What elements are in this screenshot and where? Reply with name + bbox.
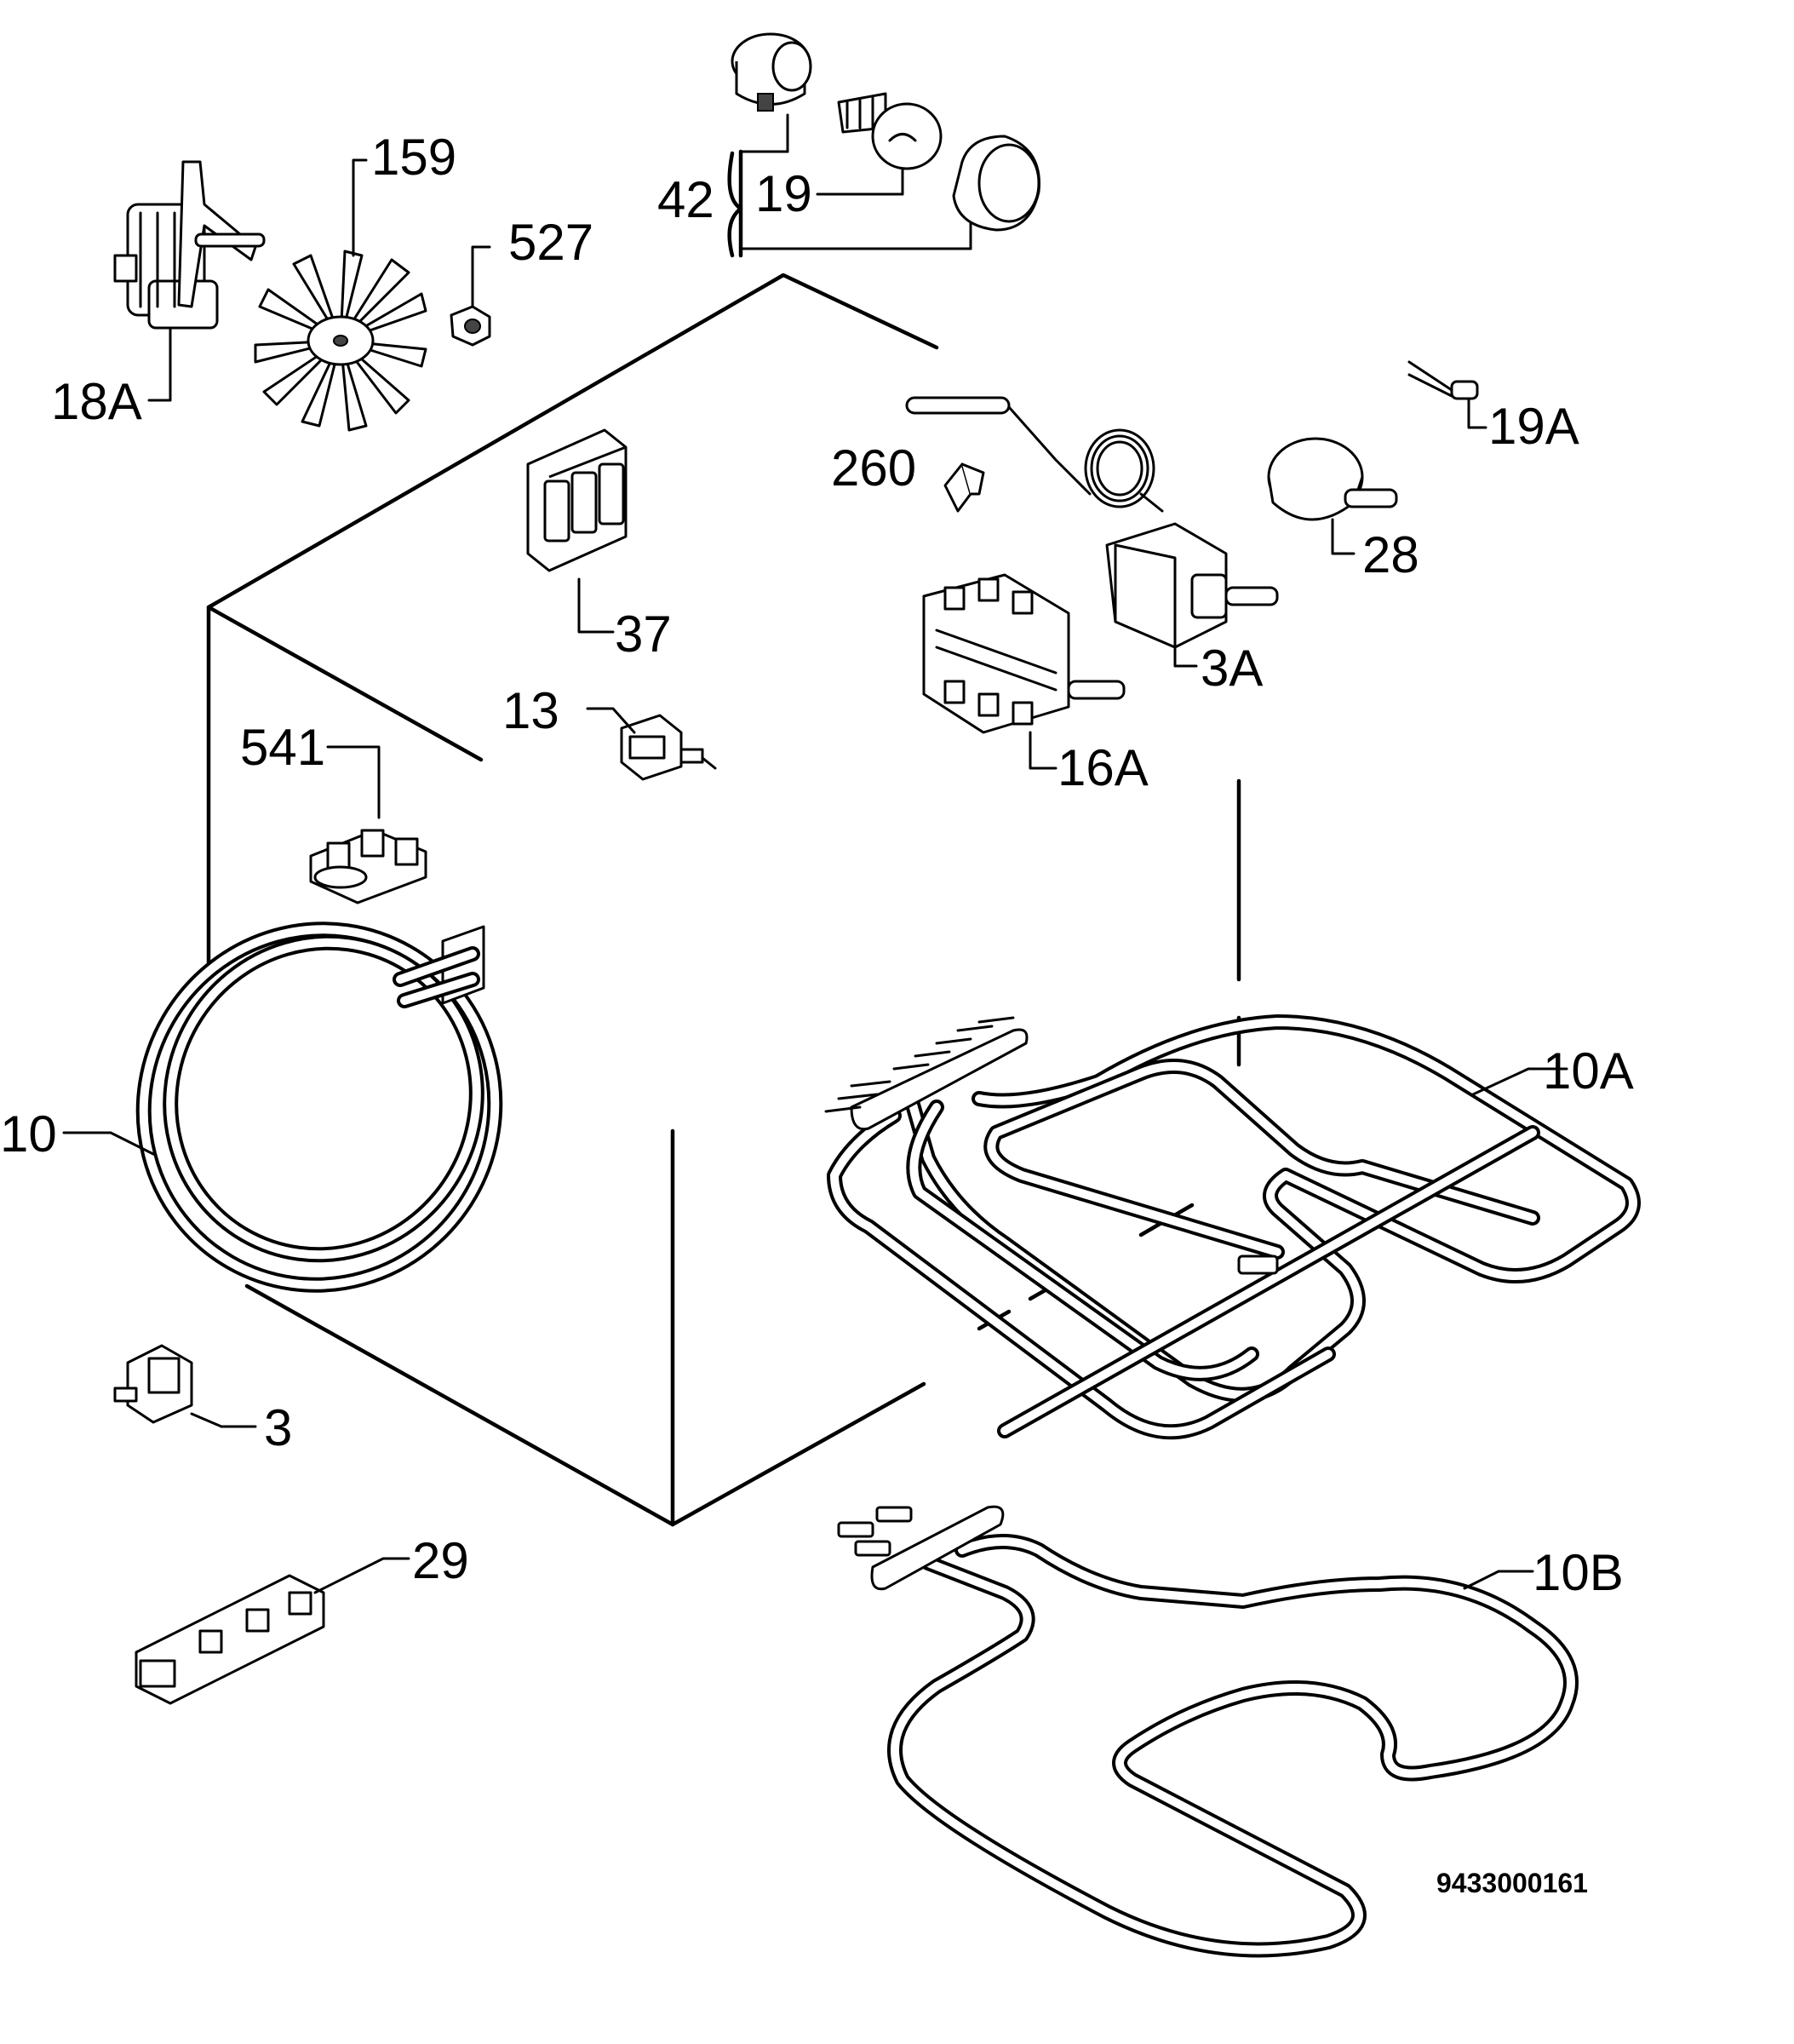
label-260: 260 — [831, 439, 916, 497]
label-29: 29 — [412, 1532, 469, 1589]
switch-part-28 — [1267, 437, 1398, 555]
label-159: 159 — [371, 129, 456, 186]
label-3A: 3A — [1201, 640, 1263, 697]
fan-motor-part-18A — [113, 160, 266, 402]
push-switch-part-13 — [586, 707, 717, 781]
callout-labels: 18A 159 527 42 19 19A 260 28 37 3A 13 16… — [0, 129, 1634, 1898]
clip-part-260 — [943, 462, 985, 513]
label-10A: 10A — [1543, 1042, 1634, 1100]
bottom-element-part-10B — [837, 1505, 1579, 1958]
label-527: 527 — [508, 214, 593, 271]
label-10: 10 — [0, 1105, 57, 1163]
fan-blade-part-159 — [254, 158, 427, 432]
label-3: 3 — [264, 1399, 292, 1456]
terminal-strip-part-29 — [135, 1557, 410, 1705]
connector-part-3 — [113, 1344, 257, 1428]
sensor-part-19A — [1407, 360, 1487, 429]
label-19: 19 — [755, 165, 812, 222]
circular-heating-element-part-10 — [62, 922, 503, 1293]
grill-element-part-10A — [824, 1014, 1641, 1440]
label-16A: 16A — [1057, 739, 1149, 796]
terminal-block-part-541 — [309, 745, 427, 904]
oven-cavity-outline — [206, 273, 1241, 1527]
label-18A: 18A — [51, 373, 142, 430]
label-10B: 10B — [1533, 1544, 1624, 1601]
thermostat-part-3A — [905, 396, 1279, 668]
lamp-assembly-part-42 — [727, 32, 1040, 258]
label-28: 28 — [1362, 526, 1419, 583]
switch-block-part-37 — [526, 428, 628, 634]
label-541: 541 — [240, 719, 325, 776]
label-19A: 19A — [1488, 398, 1579, 455]
selector-switch-part-16A — [922, 573, 1126, 770]
nut-part-527 — [450, 245, 491, 347]
label-13: 13 — [502, 682, 559, 739]
label-42: 42 — [657, 171, 714, 228]
label-37: 37 — [615, 606, 672, 663]
drawing-reference-number: 9433000161 — [1436, 1868, 1588, 1898]
